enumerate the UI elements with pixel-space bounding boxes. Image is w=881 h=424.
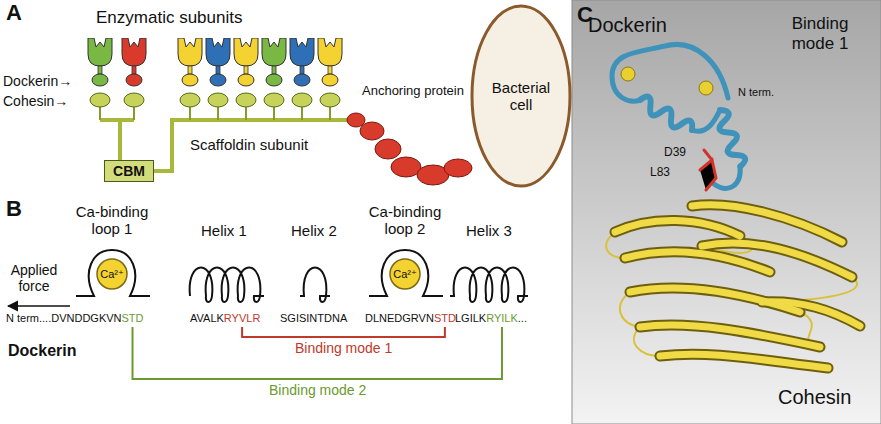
sequence-residues: RYVLR [224,312,260,324]
calcium-spheres [621,67,713,95]
sequence-residues: STD [122,312,144,324]
binding-bracket [133,327,502,379]
sequence-residues: ... [518,312,527,324]
part-label: Dockerin→ [3,73,72,89]
residue-label: L83 [650,166,670,180]
node-text: Ca²⁺ [100,268,124,281]
sequence-residues: RYILK [486,312,518,324]
part-label: Anchoring protein [362,84,464,99]
sequence-residues: DLNEDGRVN [365,312,434,324]
sequence-segment: DLNEDGRVNSTD [365,312,456,325]
group-label: Enzymatic subunits [96,8,242,28]
sequence-residues: N term....DVNDDGKVN [6,312,122,324]
segment-label: Helix 1 [201,222,247,239]
sequence-residues: SGISINTDNA [280,312,347,324]
dockerin-structure [612,44,747,188]
sequence-segment: LGILKRYILK... [455,312,527,325]
dockerin-schematic [8,250,528,306]
node-text: Ca²⁺ [393,268,417,281]
terminus-label: N term. [738,86,774,99]
sequence-segment: N term....DVNDDGKVNSTD [6,312,144,325]
segment-label: Ca-binding loop 2 [365,203,445,238]
node-text: Bacterial cell [482,79,560,114]
node-text: CBM [113,163,145,179]
segment-label: Helix 2 [291,222,337,239]
cell-ellipse: Bacterial cell [470,4,572,188]
segment-label: Ca-binding loop 1 [72,203,152,238]
structure-panel [572,0,881,424]
sequence-residues: AVALK [190,312,224,324]
protein-label: Cohesin [778,386,851,409]
force-arrow [8,305,70,307]
protein-label: Dockerin [588,14,667,37]
panel-letter: B [6,196,22,221]
binding-bracket [242,327,445,337]
part-label: Scaffoldin subunit [190,136,308,153]
part-label: Cohesin→ [3,93,68,109]
cohesin-modules [90,93,340,120]
anchoring-protein [347,113,472,185]
segment-label: Helix 3 [466,222,512,239]
sequence-residues: LGILK [455,312,486,324]
sequence-segment: SGISINTDNA [280,312,347,325]
sequence-segment: AVALKRYVLR [190,312,260,325]
sequence-residues: STD [434,312,456,324]
binding-mode-label: Binding mode 1 [780,14,860,53]
panel-letter: A [6,0,22,25]
protein-label: Dockerin [8,342,76,360]
cohesin-structure [606,205,860,368]
module-box: CBM [104,160,154,182]
enzyme-subunits [88,38,342,86]
residue-label: D39 [664,146,686,160]
binding-mode-label: Binding mode 2 [269,382,366,398]
calcium-ion: Ca²⁺ [96,258,128,290]
binding-mode-label: Binding mode 1 [295,340,392,356]
residue-sticks [700,150,716,190]
force-label: Applied force [4,262,64,294]
calcium-ion: Ca²⁺ [389,258,421,290]
